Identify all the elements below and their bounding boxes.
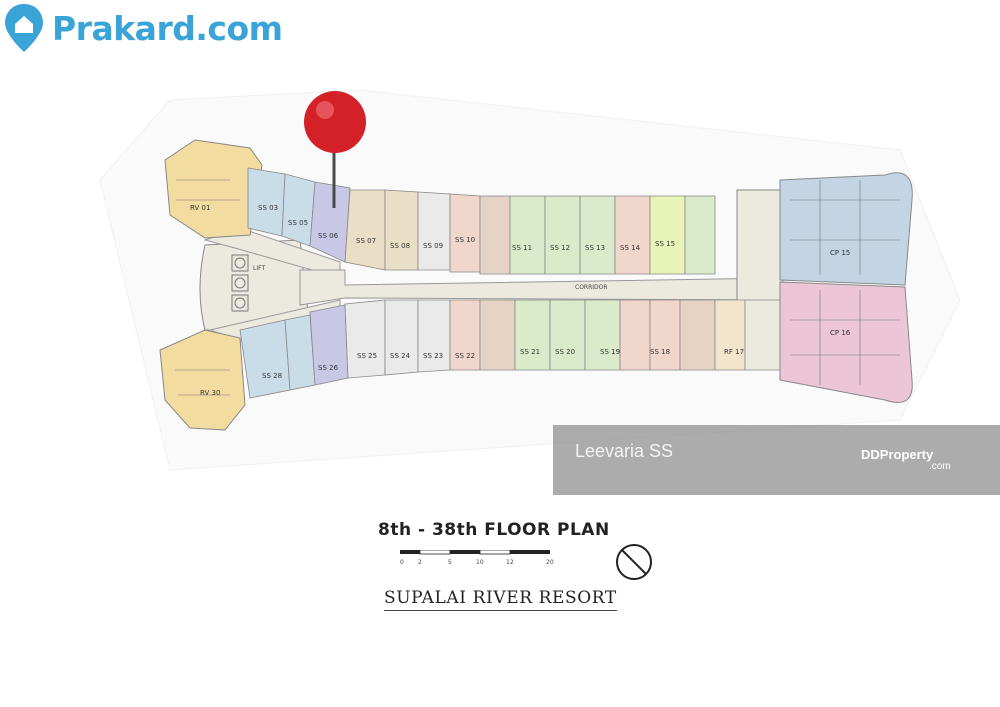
scale-tick: 12 (506, 559, 514, 566)
unit-label: RV 30 (200, 389, 220, 397)
unit-label: SS 23 (423, 352, 443, 360)
corridor-label: CORRIDOR (575, 284, 608, 291)
plan-title: 8th - 38th FLOOR PLAN (378, 520, 610, 540)
unit-label: SS 21 (520, 348, 540, 356)
unit-label: SS 11 (512, 244, 532, 252)
ddproperty-logo: DDProperty (861, 447, 934, 462)
project-name: SUPALAI RIVER RESORT (384, 588, 617, 611)
unit-labels-top: RV 01 SS 03 SS 05 SS 06 SS 07 SS 08 SS 0… (190, 204, 675, 252)
unit-label-cp15: CP 15 (830, 249, 850, 257)
unit-cp16 (779, 281, 913, 403)
unit-label: RV 01 (190, 204, 210, 212)
north-arrow-icon (616, 544, 652, 580)
scale-tick: 0 (400, 559, 404, 566)
unit-label: SS 25 (357, 352, 377, 360)
watermark: Prakard.com (2, 2, 283, 54)
unit-label: SS 15 (655, 240, 675, 248)
scale-tick: 2 (418, 559, 422, 566)
unit-cp15 (779, 172, 913, 286)
scale-tick: 10 (476, 559, 484, 566)
scale-tick: 20 (546, 559, 554, 566)
unit-label: SS 24 (390, 352, 411, 360)
unit-label: SS 09 (423, 242, 443, 250)
agent-name: Leevaria SS (575, 441, 674, 461)
unit-label: SS 07 (356, 237, 376, 245)
unit-label: SS 10 (455, 236, 475, 244)
unit-label: RF 17 (724, 348, 744, 356)
map-pin-icon (5, 4, 43, 52)
unit-label: SS 22 (455, 352, 475, 360)
unit-label: SS 28 (262, 372, 282, 380)
location-marker-icon (304, 91, 366, 208)
lift-label: LIFT (253, 265, 265, 272)
unit-rv30 (159, 329, 246, 431)
ddproperty-domain: .com (929, 461, 951, 472)
unit-label: SS 18 (650, 348, 670, 356)
scale-bar: 0 2 5 10 12 20 (400, 550, 554, 566)
unit-label: SS 12 (550, 244, 570, 252)
lift-shafts (231, 254, 249, 312)
agent-banner: Leevaria SS DDProperty .com (553, 425, 1000, 495)
unit-label: SS 19 (600, 348, 620, 356)
unit-label: SS 03 (258, 204, 278, 212)
unit-label: SS 14 (620, 244, 641, 252)
unit-label: SS 26 (318, 364, 339, 372)
lower-units (239, 299, 781, 399)
unit-label-cp16: CP 16 (830, 329, 851, 337)
watermark-brand: Prakard.com (52, 8, 283, 48)
unit-labels-bottom: RV 30 SS 28 SS 26 SS 25 SS 24 SS 23 SS 2… (200, 348, 744, 397)
unit-label: SS 08 (390, 242, 410, 250)
unit-label: SS 05 (288, 219, 308, 227)
scale-tick: 5 (448, 559, 452, 566)
unit-label: SS 20 (555, 348, 575, 356)
unit-label: SS 06 (318, 232, 339, 240)
unit-label: SS 13 (585, 244, 605, 252)
upper-units (247, 167, 716, 275)
